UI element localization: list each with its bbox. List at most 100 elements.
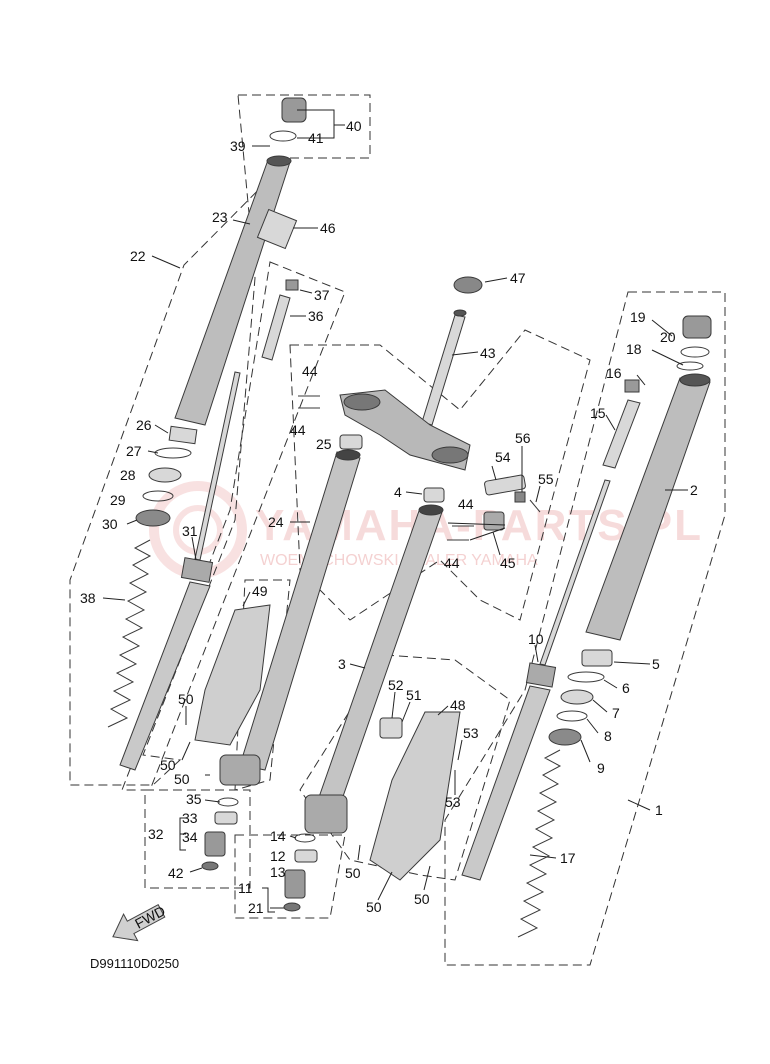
leader-23 xyxy=(232,219,251,225)
callout-18: 18 xyxy=(626,341,642,357)
bearing-47 xyxy=(453,276,483,294)
leader-53-a xyxy=(457,739,463,761)
nut-56 xyxy=(514,491,526,503)
leader-49 xyxy=(242,591,251,607)
right-fork-guard-48 xyxy=(369,711,461,881)
leader-37 xyxy=(299,289,313,294)
clamp-54 xyxy=(484,474,526,496)
leader-3 xyxy=(349,663,366,669)
callout-9: 9 xyxy=(597,760,605,776)
callout-29: 29 xyxy=(110,492,126,508)
callout-49: 49 xyxy=(252,583,268,599)
left-damper-body xyxy=(119,581,211,771)
right-spacer-15 xyxy=(602,399,641,469)
left-nut-37 xyxy=(285,279,299,291)
right-spring-17 xyxy=(517,749,562,938)
valve-34 xyxy=(204,831,226,857)
valve-13 xyxy=(284,869,306,899)
leader-16 xyxy=(636,374,646,386)
callout-13: 13 xyxy=(270,864,286,880)
leader-52 xyxy=(391,691,396,719)
callout-37: 37 xyxy=(314,287,330,303)
left-oring-41 xyxy=(269,130,297,142)
callout-50-d: 50 xyxy=(345,865,361,881)
callout-25: 25 xyxy=(316,436,332,452)
callout-34: 34 xyxy=(182,829,198,845)
callout-12: 12 xyxy=(270,848,286,864)
leader-19-20 xyxy=(651,319,673,337)
fwd-label: FWD xyxy=(132,902,168,931)
drawing-code: D991110D0250 xyxy=(90,956,179,971)
steering-stem-43 xyxy=(421,314,466,426)
callout-50-f: 50 xyxy=(414,891,430,907)
leader-47 xyxy=(484,277,508,283)
callout-4: 4 xyxy=(394,484,402,500)
leader-5 xyxy=(613,661,651,665)
callout-2: 2 xyxy=(690,482,698,498)
callout-53-a: 53 xyxy=(463,725,479,741)
callout-38: 38 xyxy=(80,590,96,606)
callout-50-c: 50 xyxy=(174,771,190,787)
callout-17: 17 xyxy=(560,850,576,866)
leader-54 xyxy=(491,465,497,481)
callout-16: 16 xyxy=(606,365,622,381)
clamp-hole-right xyxy=(431,446,469,464)
callout-20: 20 xyxy=(660,329,676,345)
callout-15: 15 xyxy=(590,405,606,421)
callout-36: 36 xyxy=(308,308,324,324)
callout-48: 48 xyxy=(450,697,466,713)
callout-50-a: 50 xyxy=(178,691,194,707)
clamp-hole-left xyxy=(343,393,381,411)
right-oring-20 xyxy=(680,346,710,358)
callout-56: 56 xyxy=(515,430,531,446)
left-axle-holder xyxy=(219,754,261,786)
callout-47: 47 xyxy=(510,270,526,286)
callout-39: 39 xyxy=(230,138,246,154)
callout-52: 52 xyxy=(388,677,404,693)
leader-1 xyxy=(627,799,651,811)
leader-8 xyxy=(586,718,599,734)
right-washer-6 xyxy=(567,671,605,683)
left-fork-guard-49 xyxy=(194,604,271,746)
callout-22: 22 xyxy=(130,248,146,264)
callout-27: 27 xyxy=(126,443,142,459)
callout-32: 32 xyxy=(148,826,164,842)
leader-44-right-b xyxy=(469,527,506,541)
callout-1: 1 xyxy=(655,802,663,818)
leader-26 xyxy=(154,424,169,434)
callout-44-a: 44 xyxy=(302,363,318,379)
callout-8: 8 xyxy=(604,728,612,744)
screw-55 xyxy=(529,499,541,513)
callout-10: 10 xyxy=(528,631,544,647)
right-nut-16 xyxy=(624,379,640,393)
left-collar-46 xyxy=(256,208,298,250)
callout-50-e: 50 xyxy=(366,899,382,915)
leader-14 xyxy=(289,835,297,839)
callout-31: 31 xyxy=(182,523,198,539)
collar-25 xyxy=(339,434,363,450)
callout-19: 19 xyxy=(630,309,646,325)
leader-51 xyxy=(401,701,411,723)
right-seal-9 xyxy=(548,728,582,746)
outline-left-fork-group xyxy=(69,94,371,786)
callout-14: 14 xyxy=(270,828,286,844)
left-tube-top xyxy=(266,155,292,167)
callout-23: 23 xyxy=(212,209,228,225)
callout-33: 33 xyxy=(182,810,198,826)
spring-33 xyxy=(214,811,238,825)
callout-43: 43 xyxy=(480,345,496,361)
callouts: 40 41 39 23 46 22 37 36 47 43 44 44 25 1… xyxy=(80,118,698,916)
bracket-32-lines xyxy=(179,817,186,851)
callout-26: 26 xyxy=(136,417,152,433)
leader-50-b xyxy=(181,741,191,761)
leader-50-f xyxy=(423,865,431,891)
outline-damper-32 xyxy=(144,789,251,889)
stem-top xyxy=(453,309,467,317)
callout-46: 46 xyxy=(320,220,336,236)
leader-50-d xyxy=(357,844,361,861)
left-clip-29 xyxy=(142,490,174,502)
spring-12 xyxy=(294,849,318,863)
left-spacer-36 xyxy=(261,294,291,361)
leader-30 xyxy=(126,519,138,525)
callout-3: 3 xyxy=(338,656,346,672)
